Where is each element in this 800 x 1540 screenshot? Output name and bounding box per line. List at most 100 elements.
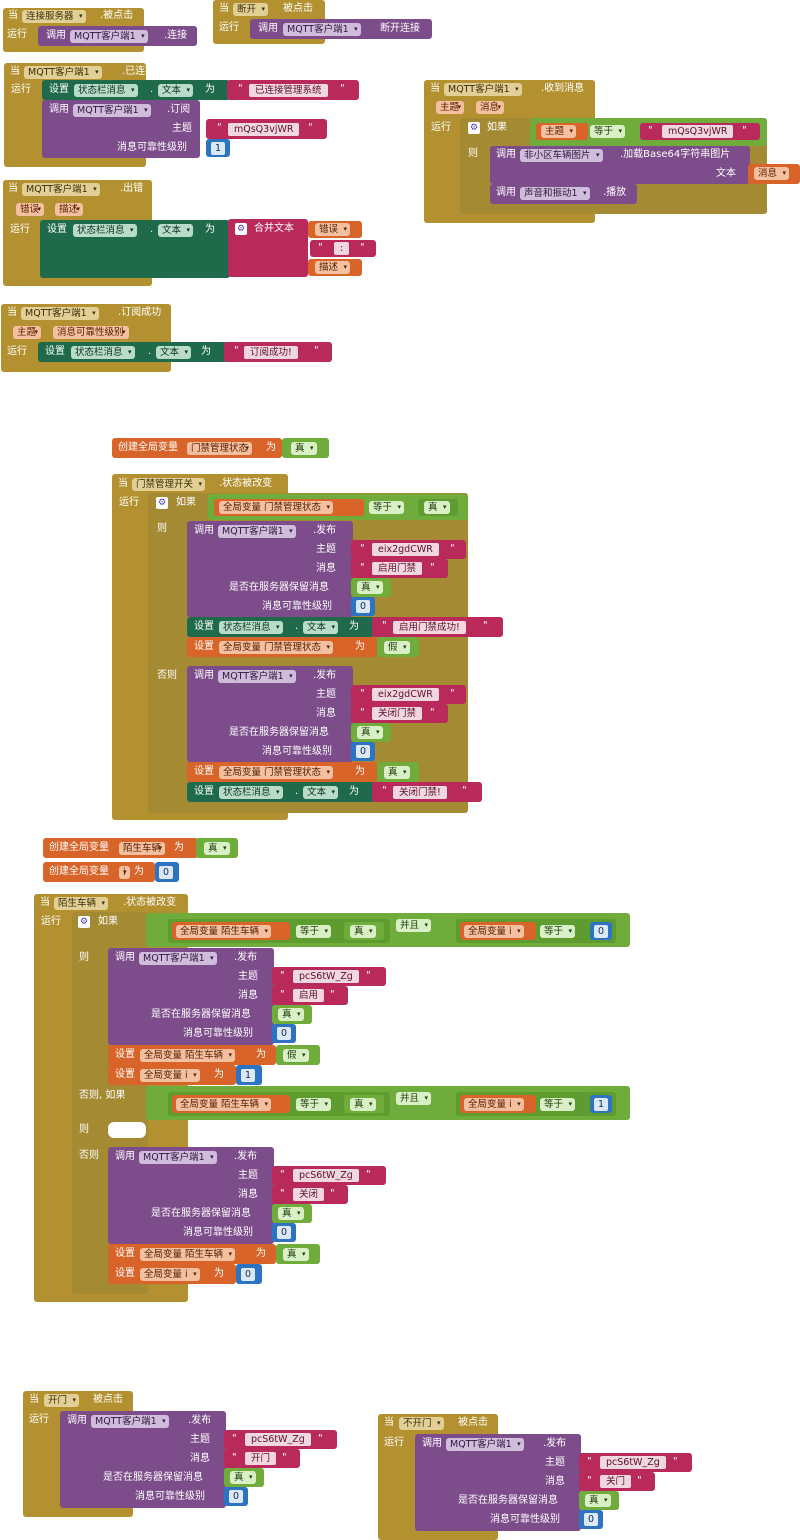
mqtt-component-dropdown[interactable]: MQTT客户端1 [283,23,361,36]
topic-value[interactable]: mQsQ3vjWR [228,123,300,136]
mqtt-component-dropdown[interactable]: MQTT客户端1 [22,183,100,196]
component-dropdown-open[interactable]: 开门 [44,1394,80,1407]
get-var-dropdown[interactable]: 全局变量 i [464,925,524,938]
get-var-dropdown[interactable]: 全局变量 陌生车辆 [176,925,272,938]
bool-dropdown[interactable]: 假 [283,1049,309,1062]
topic-value[interactable]: mQsQ3vjWR [662,125,734,138]
var-name-field[interactable]: 门禁管理状态 [187,442,253,455]
gear-icon[interactable]: ⚙ [156,497,168,509]
mqtt-component-dropdown[interactable]: MQTT客户端1 [21,307,99,320]
bool-dropdown[interactable]: 真 [278,1008,304,1021]
get-var-dropdown[interactable]: 全局变量 门禁管理状态 [219,501,334,514]
text-value[interactable]: 已连接管理系统 [249,84,328,97]
number-value[interactable]: 0 [159,866,174,879]
number-value[interactable]: 0 [594,925,609,938]
message-value[interactable]: 关闭门禁 [372,707,423,720]
number-value[interactable]: 0 [229,1490,244,1503]
text-value[interactable]: 关闭门禁! [393,786,447,799]
property-dropdown[interactable]: 文本 [158,84,194,97]
message-value[interactable]: 启用门禁 [372,562,423,575]
get-var-dropdown[interactable]: 全局变量 陌生车辆 [176,1098,272,1111]
message-value[interactable]: 开门 [245,1452,277,1465]
component-dropdown-no-open[interactable]: 不开门 [399,1417,444,1430]
gear-icon[interactable]: ⚙ [235,223,247,235]
topic-value[interactable]: eix2gdCWR [372,543,439,556]
compare-op-dropdown[interactable]: 等于 [369,501,405,514]
topic-value[interactable]: pcS6tW_Zg [293,1169,359,1182]
statusbar-component-dropdown[interactable]: 状态栏消息 [73,224,137,237]
mqtt-component-dropdown[interactable]: MQTT客户端1 [70,30,148,43]
set-var-dropdown[interactable]: 全局变量 门禁管理状态 [219,766,334,779]
compare-op-dropdown[interactable]: 等于 [296,1098,332,1111]
number-value[interactable]: 0 [356,600,371,613]
bool-dropdown[interactable]: 真 [350,925,376,938]
mqtt-component-dropdown[interactable]: MQTT客户端1 [24,66,102,79]
text-value[interactable]: 启用门禁成功! [393,621,466,634]
bool-dropdown[interactable]: 真 [350,1098,376,1111]
property-dropdown[interactable]: 文本 [158,224,194,237]
component-dropdown-disconnect[interactable]: 断开 [233,3,269,16]
param-topic[interactable]: 主题 [13,326,42,339]
bool-dropdown[interactable]: 假 [384,641,410,654]
param-description[interactable]: 描述 [55,203,84,216]
number-value[interactable]: 1 [594,1098,609,1111]
get-description-dropdown[interactable]: 描述 [315,261,351,274]
number-value[interactable]: 1 [211,142,226,155]
bool-dropdown[interactable]: 真 [283,1248,309,1261]
get-var-dropdown[interactable]: 全局变量 i [464,1098,524,1111]
mqtt-component-dropdown[interactable]: MQTT客户端1 [139,1151,217,1164]
set-var-dropdown[interactable]: 全局变量 i [140,1069,200,1082]
topic-value[interactable]: pcS6tW_Zg [600,1456,666,1469]
component-dropdown-connect[interactable]: 连接服务器 [22,10,86,23]
set-var-dropdown[interactable]: 全局变量 i [140,1268,200,1281]
message-value[interactable]: 启用 [293,989,325,1002]
sound-component-dropdown[interactable]: 声音和振动1 [520,187,590,200]
component-dropdown-door[interactable]: 门禁管理开关 [132,478,206,491]
mqtt-component-dropdown[interactable]: MQTT客户端1 [446,1438,524,1451]
mqtt-component-dropdown[interactable]: MQTT客户端1 [218,525,296,538]
set-var-dropdown[interactable]: 全局变量 门禁管理状态 [219,641,334,654]
mqtt-component-dropdown[interactable]: MQTT客户端1 [91,1415,169,1428]
bool-dropdown[interactable]: 真 [291,442,317,455]
number-value[interactable]: 0 [356,745,371,758]
param-qos[interactable]: 消息可靠性级别 [53,326,129,339]
param-message[interactable]: 消息 [476,101,505,114]
number-value[interactable]: 0 [584,1513,599,1526]
text-value[interactable]: 订阅成功! [244,346,298,359]
number-value[interactable]: 0 [277,1226,292,1239]
var-name-field[interactable]: 陌生车辆 [119,842,166,855]
property-dropdown[interactable]: 文本 [156,346,192,359]
statusbar-component-dropdown[interactable]: 状态栏消息 [71,346,135,359]
mqtt-component-dropdown[interactable]: MQTT客户端1 [73,104,151,117]
property-dropdown[interactable]: 文本 [303,786,339,799]
message-value[interactable]: 关门 [600,1475,632,1488]
image-component-dropdown[interactable]: 非小区车辆图片 [520,149,603,162]
statusbar-component-dropdown[interactable]: 状态栏消息 [74,84,138,97]
bool-dropdown[interactable]: 真 [585,1494,611,1507]
bool-dropdown[interactable]: 真 [204,842,230,855]
compare-op-dropdown[interactable]: 等于 [540,1098,576,1111]
statusbar-component-dropdown[interactable]: 状态栏消息 [219,786,283,799]
compare-op-dropdown[interactable]: 等于 [296,925,332,938]
mqtt-component-dropdown[interactable]: MQTT客户端1 [218,670,296,683]
number-value[interactable]: 1 [241,1069,256,1082]
topic-value[interactable]: pcS6tW_Zg [293,970,359,983]
var-name-field[interactable]: i [119,866,130,879]
component-dropdown-stranger[interactable]: 陌生车辆 [54,897,109,910]
set-var-dropdown[interactable]: 全局变量 陌生车辆 [140,1248,236,1261]
bool-dropdown[interactable]: 真 [357,581,383,594]
param-topic[interactable]: 主题 [436,101,465,114]
bool-dropdown[interactable]: 真 [278,1207,304,1220]
gear-icon[interactable]: ⚙ [78,916,90,928]
param-error[interactable]: 错误 [16,203,45,216]
topic-value[interactable]: pcS6tW_Zg [245,1433,311,1446]
message-value[interactable]: 关闭 [293,1188,325,1201]
get-error-dropdown[interactable]: 错误 [315,223,351,236]
compare-op-dropdown[interactable]: 等于 [540,925,576,938]
mqtt-component-dropdown[interactable]: MQTT客户端1 [139,952,217,965]
get-message-dropdown[interactable]: 消息 [754,167,790,180]
bool-dropdown[interactable]: 真 [230,1471,256,1484]
mqtt-component-dropdown[interactable]: MQTT客户端1 [444,83,522,96]
statusbar-component-dropdown[interactable]: 状态栏消息 [219,621,283,634]
property-dropdown[interactable]: 文本 [303,621,339,634]
